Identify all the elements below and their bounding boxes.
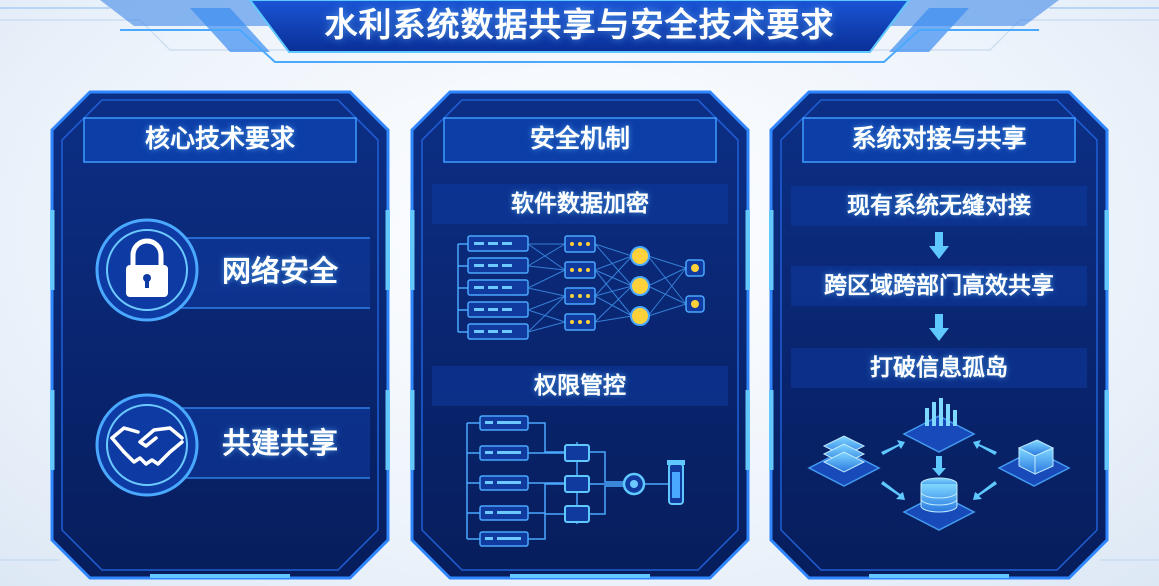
arrow-down-icon	[929, 232, 949, 259]
data-sharing-network-icon	[807, 398, 1071, 531]
encryption-network-icon	[457, 235, 705, 340]
arrow-down-icon	[929, 314, 949, 341]
panel-system-integration: 系统对接与共享 现有系统无缝对接 跨区域跨部门高效共享 打破信息孤岛	[769, 90, 1109, 580]
handshake-icon	[95, 393, 199, 497]
section-title-permission-control: 权限管控	[534, 373, 626, 399]
step-cross-region-sharing: 跨区域跨部门高效共享	[824, 273, 1054, 299]
panel-frame	[50, 90, 390, 580]
feature-label-co-build-share: 共建共享	[222, 426, 339, 460]
panel-core-requirements: 核心技术要求 网络安全 共建共享	[50, 90, 390, 580]
panel-header: 安全机制	[529, 124, 630, 153]
panel-header: 系统对接与共享	[851, 124, 1027, 153]
feature-label-network-security: 网络安全	[222, 254, 339, 288]
lock-icon	[95, 218, 199, 322]
panel-header: 核心技术要求	[144, 124, 295, 153]
step-seamless-integration: 现有系统无缝对接	[847, 193, 1031, 219]
access-control-flow-icon	[466, 415, 685, 547]
title-banner: 水利系统数据共享与安全技术要求	[0, 0, 1159, 70]
panel-security-mechanism: 安全机制 软件数据加密	[410, 90, 750, 580]
page-title: 水利系统数据共享与安全技术要求	[324, 5, 835, 44]
step-break-information-silos: 打破信息孤岛	[870, 355, 1008, 381]
section-title-encryption: 软件数据加密	[511, 191, 649, 217]
